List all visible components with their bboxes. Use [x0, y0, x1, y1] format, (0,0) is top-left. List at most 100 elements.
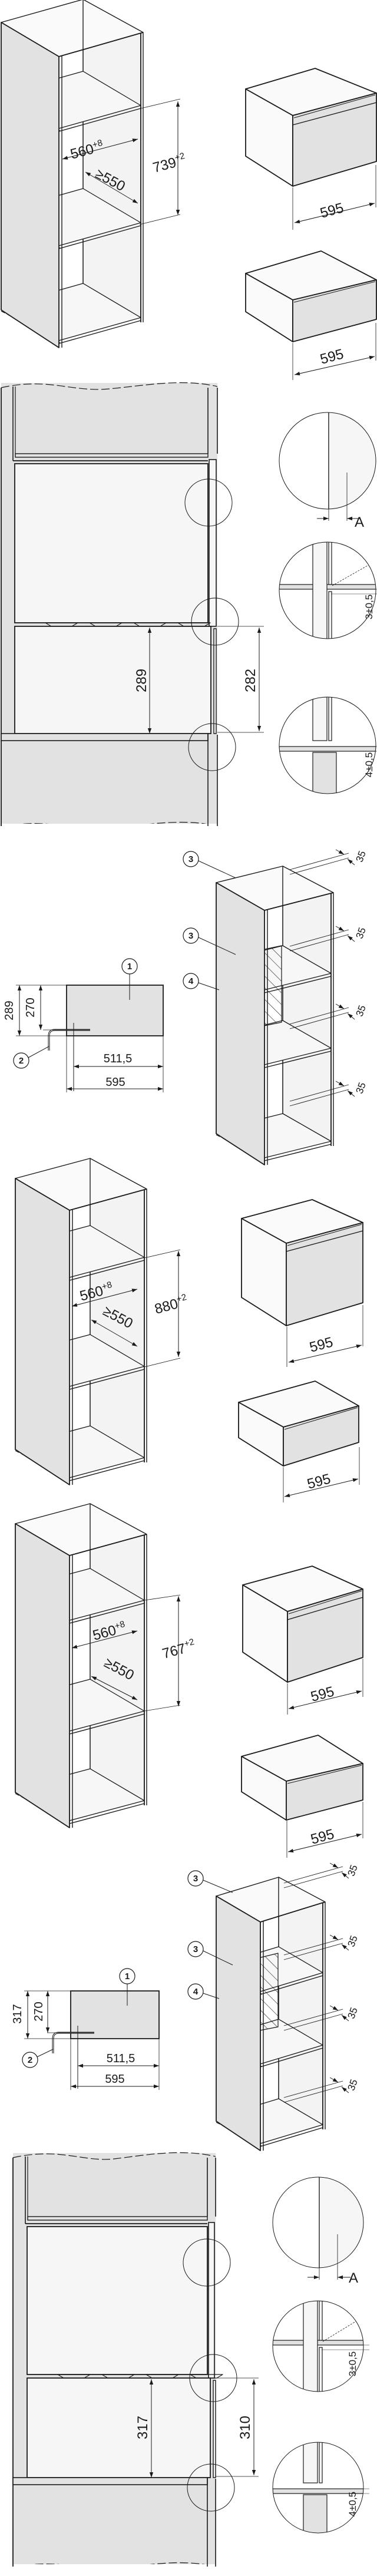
break-mask	[13, 2564, 217, 2572]
compact-oven-control-panel-edge	[292, 102, 377, 126]
shelf-front-edge	[264, 1051, 332, 1068]
body-height-label: 270	[24, 998, 37, 1017]
gap-bottom-label: 4±0,5	[347, 2492, 358, 2516]
oven-door-edge	[328, 542, 332, 585]
niche-depth-dimension	[91, 1676, 138, 1700]
extension-line	[144, 1358, 181, 1368]
cabinet-right-panel	[90, 1503, 145, 1801]
drawer-width-dimension	[287, 1834, 362, 1852]
compact-oven-front	[292, 93, 377, 187]
callout-4: 4	[188, 976, 194, 986]
shelf-board	[27, 2216, 208, 2221]
clearance-label: 35	[345, 2006, 359, 2020]
clearance-arrow	[341, 2086, 349, 2093]
clearance-arrow	[347, 858, 355, 866]
detail-marker-circle	[184, 478, 233, 527]
warming-drawer-front	[292, 279, 377, 342]
shelf-front-edge	[69, 1460, 145, 1481]
shelf-front-edge	[264, 1144, 332, 1161]
section-g-labels: 317 310 A 3±0,5 4±0,5	[135, 2270, 358, 2516]
clearance-line	[289, 1084, 349, 1102]
clearance-label: 35	[353, 1081, 368, 1095]
cabinet-right-panel	[282, 866, 332, 1142]
detail-circle	[272, 2177, 364, 2268]
clearance-arrow	[335, 926, 345, 932]
callout-leader	[28, 1046, 49, 1058]
niche-height-label: 739+2	[151, 151, 188, 176]
clearance-arrow	[335, 1003, 345, 1009]
niche-width-dimension	[71, 1289, 138, 1307]
callout-circle	[22, 2052, 38, 2068]
warming-drawer-front-edge	[287, 1765, 362, 1784]
gap-top-label: 3±0,5	[363, 595, 375, 619]
cabinet-top-front-edge	[58, 32, 144, 57]
detail-marker-circle	[188, 723, 236, 771]
shelf-front-edge	[260, 2047, 323, 2068]
callout-leader	[198, 860, 236, 879]
drawer-front-height-label: 282	[243, 669, 259, 692]
compact-oven-front	[287, 1588, 363, 1683]
clearance-line	[289, 1012, 349, 1029]
callout-1: 1	[127, 962, 132, 972]
section-f-schematic	[22, 1968, 160, 2090]
callout-leader	[198, 982, 220, 990]
callout-circle	[187, 1870, 204, 1887]
width-label: 595	[105, 2073, 124, 2086]
clearance-arrow	[347, 1090, 355, 1097]
detail-circle	[279, 412, 376, 510]
opening-path	[332, 560, 376, 586]
clearance-arrow	[329, 1862, 339, 1868]
detail-content	[279, 697, 376, 794]
cabinet-top-front-edge	[69, 1534, 147, 1556]
extension-line	[144, 1249, 181, 1259]
appliance-width-dimension	[288, 1344, 362, 1363]
break-line	[1, 382, 218, 390]
clearance-label: 35	[345, 2078, 359, 2092]
niche-height-label: 289	[3, 1000, 16, 1020]
extension-line	[139, 214, 181, 225]
shelf-front-edge	[69, 1260, 145, 1281]
shelf-front-edge	[69, 1369, 145, 1390]
drawer-width-dimension	[284, 1478, 359, 1497]
break-line	[12, 2152, 216, 2160]
cabinet-left-panel	[216, 1895, 261, 2151]
callout-2: 2	[19, 1056, 24, 1066]
side-panel	[312, 542, 328, 639]
niche-height-label: 317	[11, 2004, 24, 2023]
cabinet-top-front-edge	[260, 1901, 326, 1923]
callout-1: 1	[125, 1971, 130, 1981]
niche-height-label: 880+2	[153, 1292, 190, 1317]
extension-line	[144, 1594, 181, 1601]
callout-circle	[13, 1052, 29, 1069]
shelf-front-edge	[69, 1603, 145, 1624]
callout-leader	[203, 1993, 220, 1999]
callout-4: 4	[193, 1987, 199, 1997]
callout-circle	[183, 851, 199, 867]
clearance-arrow	[335, 1081, 345, 1086]
warming-drawer-front-edge	[293, 281, 376, 303]
clearance-label: 35	[345, 1934, 359, 1948]
break-mask	[1, 824, 219, 832]
clearance-arrow	[347, 935, 355, 942]
drawer-body	[303, 2442, 318, 2483]
detail-a-label: A	[355, 514, 364, 530]
panel-face	[330, 412, 376, 509]
clearance-label: 35	[353, 849, 368, 863]
clearance-line	[283, 1938, 343, 1956]
side-panel	[303, 2301, 318, 2392]
appliance-width-label: 595	[309, 1683, 336, 1705]
drawer-body	[312, 697, 328, 741]
clearance-line	[283, 2013, 343, 2031]
clearance-line	[283, 1871, 343, 1888]
cabinet-left-panel	[15, 1178, 70, 1485]
detail-circle	[272, 2300, 364, 2392]
shelf-front-edge	[69, 1713, 145, 1735]
detail-a-label: A	[349, 2270, 358, 2286]
clearance-line	[289, 857, 349, 875]
clearance-arrow	[329, 2005, 339, 2011]
drawer-width-label: 595	[309, 1826, 336, 1847]
appliance-side-view	[70, 1990, 160, 2039]
cabinet-top-front-edge	[69, 1188, 147, 1211]
inner-depth-label: 511,5	[107, 2052, 135, 2065]
